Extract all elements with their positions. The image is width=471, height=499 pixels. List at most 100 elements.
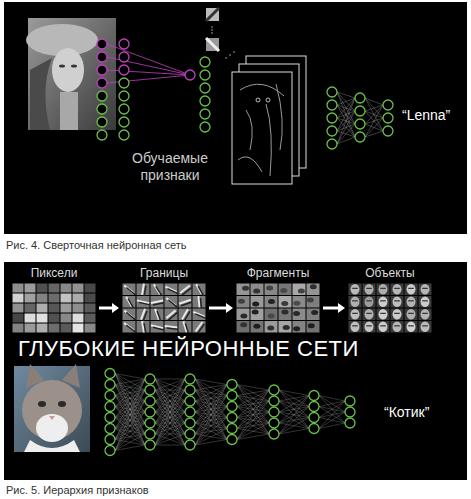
neuron — [119, 130, 129, 140]
neuron — [185, 418, 195, 428]
neuron-link — [237, 390, 269, 418]
neuron-link — [115, 374, 145, 446]
neuron-link — [155, 379, 185, 423]
neuron-link — [365, 131, 383, 137]
neuron-link — [107, 44, 190, 75]
neuron — [327, 87, 337, 97]
neuron — [227, 413, 237, 423]
neuron — [345, 396, 355, 406]
neuron-link — [195, 379, 227, 418]
neuron-link — [365, 118, 383, 137]
neuron-link — [279, 396, 309, 435]
neuron — [145, 385, 155, 395]
neuron-link — [195, 396, 227, 446]
panel-heading: Пиксели — [12, 266, 96, 283]
neuron-link — [365, 98, 383, 105]
neuron — [119, 39, 129, 49]
neuron-link — [337, 98, 355, 144]
neuron-link — [115, 379, 145, 440]
neuron-link — [237, 434, 269, 440]
neuron-link — [115, 401, 145, 451]
neuron-link — [237, 412, 269, 440]
neuron-link — [195, 418, 227, 446]
filter-tiles — [206, 8, 219, 51]
neuron-link — [195, 385, 227, 435]
neuron — [105, 435, 115, 445]
neuron — [145, 374, 155, 384]
neuron — [105, 380, 115, 390]
neuron-link — [155, 379, 185, 434]
neuron — [227, 391, 237, 401]
neuron-link — [237, 385, 269, 424]
neuron — [105, 369, 115, 379]
neuron-link — [155, 412, 185, 445]
neuron — [327, 126, 337, 136]
neuron-link — [337, 92, 355, 137]
neuron — [97, 117, 107, 127]
neuron-link — [237, 390, 269, 440]
neuron-link — [319, 423, 345, 429]
neuron — [227, 424, 237, 434]
neuron — [105, 402, 115, 412]
neuron-link — [365, 98, 383, 131]
neuron-link — [195, 440, 227, 446]
neuron-link — [155, 434, 185, 445]
neuron — [119, 65, 129, 75]
neuron — [383, 100, 393, 110]
neuron — [227, 402, 237, 412]
neuron-link — [155, 423, 185, 445]
feature-tiles — [348, 283, 432, 333]
panel-heading: Фрагменты — [236, 266, 320, 283]
neuron-link — [155, 379, 185, 380]
neuron — [269, 407, 279, 417]
neuron-link — [337, 137, 355, 144]
flow-arrow — [99, 303, 119, 313]
neuron-link — [155, 445, 185, 446]
feature-panel: Пиксели — [12, 266, 96, 333]
neuron-link — [195, 385, 227, 413]
neuron-link — [155, 401, 185, 445]
neuron-link — [155, 390, 185, 445]
neuron-link — [337, 98, 355, 105]
neuron-link — [115, 445, 145, 451]
figure-caption: Рис. 5. Иерархия признаков — [6, 484, 149, 497]
neuron — [119, 104, 129, 114]
neuron — [145, 440, 155, 450]
neuron-link — [337, 92, 355, 124]
neuron-link — [319, 396, 345, 424]
neuron — [119, 117, 129, 127]
neuron — [355, 106, 365, 116]
neuron — [200, 57, 210, 67]
neuron — [200, 122, 210, 132]
feature-caption: Обучаемые признаки — [115, 150, 225, 184]
neuron-link — [195, 385, 227, 424]
neuron — [200, 109, 210, 119]
output-label: “Lenna” — [402, 107, 450, 124]
neuron — [309, 391, 319, 401]
lenna-photo — [26, 18, 116, 130]
neuron-link — [237, 385, 269, 435]
neuron — [119, 52, 129, 62]
neuron-link — [155, 379, 185, 445]
neuron — [309, 413, 319, 423]
panel-ground — [4, 2, 467, 234]
neuron-link — [195, 379, 227, 440]
feature-tiles — [236, 283, 320, 333]
neuron-link — [155, 390, 185, 445]
neuron — [97, 104, 107, 114]
panel-ground — [4, 262, 467, 480]
neuron-link — [115, 374, 145, 413]
neuron-link — [115, 412, 145, 451]
neuron — [119, 78, 129, 88]
feature-maps — [225, 51, 306, 184]
neuron-link — [115, 434, 145, 451]
neuron — [97, 65, 107, 75]
neuron — [97, 39, 107, 49]
neuron-link — [115, 379, 145, 418]
figure-caption: Рис. 4. Сверточная нейронная сеть — [6, 239, 187, 252]
neuron-link — [237, 401, 269, 440]
neuron — [355, 119, 365, 129]
neuron-link — [337, 124, 355, 144]
neuron-link — [115, 374, 145, 424]
panel-heading: Границы — [122, 266, 206, 283]
